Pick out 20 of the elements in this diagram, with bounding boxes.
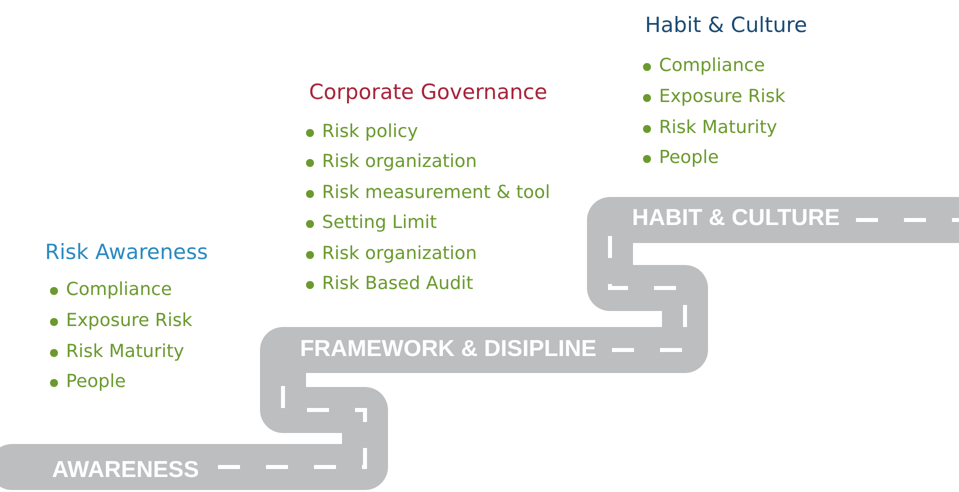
bullet-item: People xyxy=(659,149,719,167)
bullet-item: Exposure Risk xyxy=(66,312,192,330)
section-heading: Habit & Culture xyxy=(645,15,808,36)
bullet-item: Risk measurement & tool xyxy=(322,184,550,202)
bullet-item: Compliance xyxy=(659,57,765,75)
bullet-item: Risk Maturity xyxy=(66,343,184,361)
stage-label: AWARENESS xyxy=(52,458,199,481)
bullet-item: Exposure Risk xyxy=(659,88,786,106)
bullet-item: Setting Limit xyxy=(322,214,437,232)
bullet-item: Risk Based Audit xyxy=(322,275,474,293)
bullet-item: Risk Maturity xyxy=(659,119,778,137)
section-heading: Corporate Governance xyxy=(309,82,548,103)
stage-label: HABIT & CULTURE xyxy=(632,206,840,229)
bullet-item: Risk organization xyxy=(322,153,477,171)
bullet-item: People xyxy=(66,373,126,391)
bullet-item: Risk organization xyxy=(322,245,477,263)
stage-label: FRAMEWORK & DISIPLINE xyxy=(300,337,596,360)
bullet-item: Risk policy xyxy=(322,123,418,141)
section-heading: Risk Awareness xyxy=(45,242,208,263)
bullet-item: Compliance xyxy=(66,281,172,299)
